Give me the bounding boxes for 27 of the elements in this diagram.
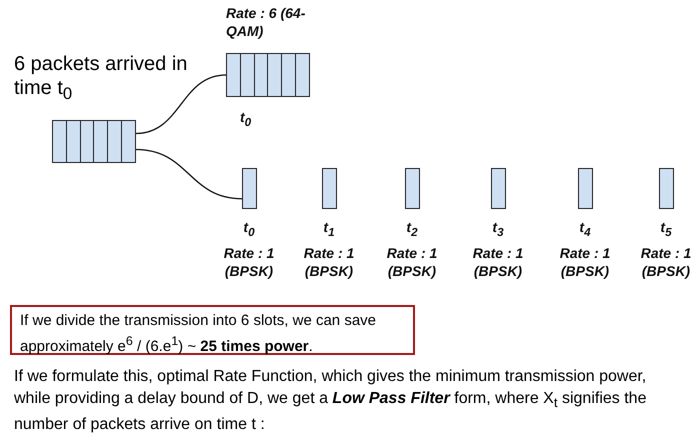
rate-label: Rate : 1 (BPSK) <box>302 244 356 280</box>
packet-slot <box>405 168 420 209</box>
time-label: t$_{0}$ <box>240 108 252 131</box>
body-paragraph: If we formulate this, optimal Rate Function, which gives the minimum transmission power, while providing a delay bound of D, we get a Low Pass Filter form, where X$_{t}$ signifies the number of packets arrive on time t : <box>14 367 648 436</box>
packet-slot <box>242 168 257 209</box>
packet-slot <box>659 168 674 209</box>
time-label: t$_{4}$ <box>578 218 592 241</box>
rate-label: Rate : 1 (BPSK) <box>472 244 524 280</box>
packet-queue <box>52 120 136 163</box>
callout-note: If we divide the transmission into 6 slots, we can save approximately e$^{6}$ / (6.e$^{1}$) ~ 25 times power. <box>10 305 415 355</box>
time-label: t$_{0}$ <box>242 218 256 241</box>
time-label: t$_{5}$ <box>659 218 673 241</box>
packet-slot <box>578 168 593 209</box>
connector-line <box>136 74 226 134</box>
rate-label: Rate : 1 (BPSK) <box>222 244 276 280</box>
rate-label: Rate : 1 (BPSK) <box>558 244 612 280</box>
time-label: t$_{1}$ <box>322 218 336 241</box>
rate-label: Rate : 6 (64-QAM) <box>226 4 306 40</box>
time-label: t$_{2}$ <box>405 218 419 241</box>
packet-slot <box>322 168 337 209</box>
packet-slot <box>491 168 506 209</box>
rate-label: Rate : 1 (BPSK) <box>640 244 692 280</box>
packet-queue <box>226 53 310 97</box>
rate-label: Rate : 1 (BPSK) <box>386 244 438 280</box>
connector-line <box>136 148 242 200</box>
caption-text: 6 packets arrived in time t$_{0}$ <box>14 52 188 105</box>
time-label: t$_{3}$ <box>491 218 505 241</box>
